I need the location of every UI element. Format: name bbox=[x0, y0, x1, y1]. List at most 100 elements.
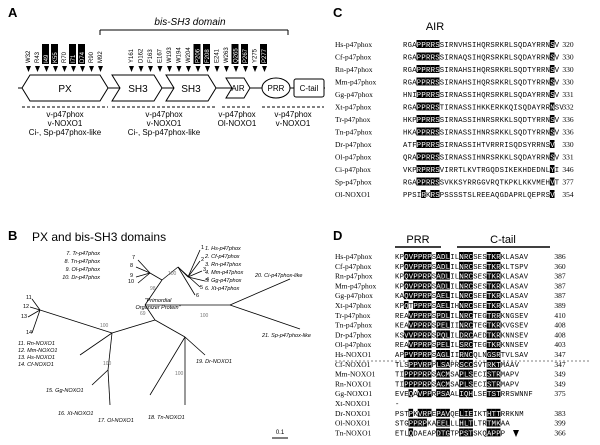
residue-char: D bbox=[441, 254, 445, 262]
svg-text:98: 98 bbox=[150, 286, 156, 292]
residue-char: S bbox=[467, 92, 471, 100]
residue-char: V bbox=[409, 293, 414, 301]
residue-count: 389 bbox=[554, 301, 566, 310]
residue-char: P bbox=[417, 105, 421, 113]
conserved-residue-box bbox=[445, 330, 450, 339]
residue-right-p277: P277 bbox=[262, 48, 268, 63]
residue-char: I bbox=[444, 80, 448, 88]
residue-char: K bbox=[496, 421, 501, 429]
residue-char: R bbox=[449, 155, 454, 163]
residue-char: R bbox=[403, 55, 408, 63]
residue-char: Q bbox=[518, 42, 522, 50]
residue-left-arrow-w32 bbox=[26, 66, 31, 72]
residue-char: H bbox=[477, 80, 481, 88]
conserved-residue-box bbox=[413, 330, 418, 339]
conserved-residue-box bbox=[463, 252, 469, 260]
conserved-residue-box bbox=[413, 359, 418, 368]
residue-char: M bbox=[501, 362, 505, 370]
residue-char: S bbox=[440, 55, 444, 63]
residue-char: R bbox=[541, 80, 546, 88]
residue-char: K bbox=[500, 42, 505, 50]
residue-char: Q bbox=[404, 264, 408, 272]
conserved-residue-box bbox=[486, 301, 492, 309]
residue-count: 354 bbox=[562, 190, 574, 199]
residue-char: H bbox=[477, 117, 481, 125]
residue-char: R bbox=[426, 92, 431, 100]
residue-char: V bbox=[409, 264, 414, 272]
residue-char: N bbox=[546, 130, 550, 138]
residue-char: S bbox=[459, 342, 463, 350]
residue-char: G bbox=[408, 80, 412, 88]
conserved-residue-box bbox=[416, 90, 422, 98]
residue-char: V bbox=[404, 332, 409, 340]
residue-char: Q bbox=[518, 92, 522, 100]
residue-char: L bbox=[404, 430, 408, 438]
leaf-13: 13. Hs-NOXO1 bbox=[18, 355, 55, 361]
conserved-residue-box bbox=[436, 330, 441, 339]
residue-char: L bbox=[455, 264, 459, 272]
residue-char: S bbox=[435, 192, 439, 200]
residue-count: 330 bbox=[562, 53, 574, 62]
residue-char: V bbox=[409, 323, 414, 331]
residue-char: R bbox=[423, 372, 428, 380]
residue-char: K bbox=[467, 167, 472, 175]
conserved-residue-box bbox=[416, 177, 422, 186]
residue-char: R bbox=[464, 254, 469, 262]
conserved-residue-box bbox=[549, 190, 555, 198]
residue-char: L bbox=[455, 313, 459, 321]
conserved-residue-box bbox=[459, 428, 464, 437]
conserved-residue-box bbox=[468, 359, 473, 368]
residue-char: E bbox=[478, 313, 482, 321]
residue-char: I bbox=[472, 142, 476, 150]
residue-char: R bbox=[449, 167, 454, 175]
conserved-residue-box bbox=[436, 428, 441, 437]
residue-right-arrow-p206 bbox=[195, 66, 201, 72]
conserved-residue-box bbox=[408, 369, 414, 378]
conserved-residue-box bbox=[417, 310, 423, 319]
residue-left-w32: W32 bbox=[26, 50, 32, 63]
residue-char: P bbox=[409, 362, 413, 370]
residue-char: A bbox=[400, 293, 405, 301]
residue-count: 347 bbox=[554, 350, 566, 359]
residue-char: I bbox=[482, 381, 486, 389]
residue-count: 360 bbox=[554, 262, 566, 271]
residue-char: M bbox=[501, 372, 505, 380]
residue-char: I bbox=[472, 105, 476, 113]
leaf-15: 15. Gg-NOXO1 bbox=[46, 388, 84, 394]
residue-char: V bbox=[550, 142, 555, 150]
residue-char: N bbox=[505, 332, 509, 340]
conserved-residue-box bbox=[422, 252, 427, 260]
residue-count: 377 bbox=[562, 178, 574, 187]
residue-char: P bbox=[436, 342, 440, 350]
svg-text:4: 4 bbox=[206, 277, 209, 283]
residue-char: I bbox=[482, 372, 486, 380]
conserved-residue-box bbox=[421, 190, 426, 198]
conserved-residue-box bbox=[549, 177, 555, 186]
air-label-2: Ol-NOXO1 bbox=[218, 119, 257, 128]
residue-char: R bbox=[449, 105, 454, 113]
residue-char: G bbox=[441, 352, 445, 360]
residue-char: R bbox=[403, 180, 408, 188]
residue-char: R bbox=[395, 313, 400, 321]
residue-char: P bbox=[409, 381, 413, 389]
residue-char: K bbox=[501, 313, 506, 321]
residue-char: S bbox=[440, 130, 444, 138]
residue-char: A bbox=[450, 391, 455, 399]
residue-char: N bbox=[546, 80, 550, 88]
conserved-residue-box bbox=[468, 310, 473, 319]
residue-char: Y bbox=[463, 180, 468, 188]
residue-char: C bbox=[469, 313, 474, 321]
residue-char: K bbox=[486, 105, 491, 113]
residue-char: P bbox=[427, 342, 431, 350]
residue-char: A bbox=[519, 293, 524, 301]
species-name: Rn-p47phox bbox=[335, 65, 373, 74]
residue-char: K bbox=[492, 264, 497, 272]
conserved-residue-box bbox=[463, 320, 469, 329]
residue-char: K bbox=[500, 117, 505, 125]
conserved-residue-box bbox=[413, 252, 418, 260]
residue-char: I bbox=[450, 352, 454, 360]
residue-char: A bbox=[446, 391, 451, 399]
